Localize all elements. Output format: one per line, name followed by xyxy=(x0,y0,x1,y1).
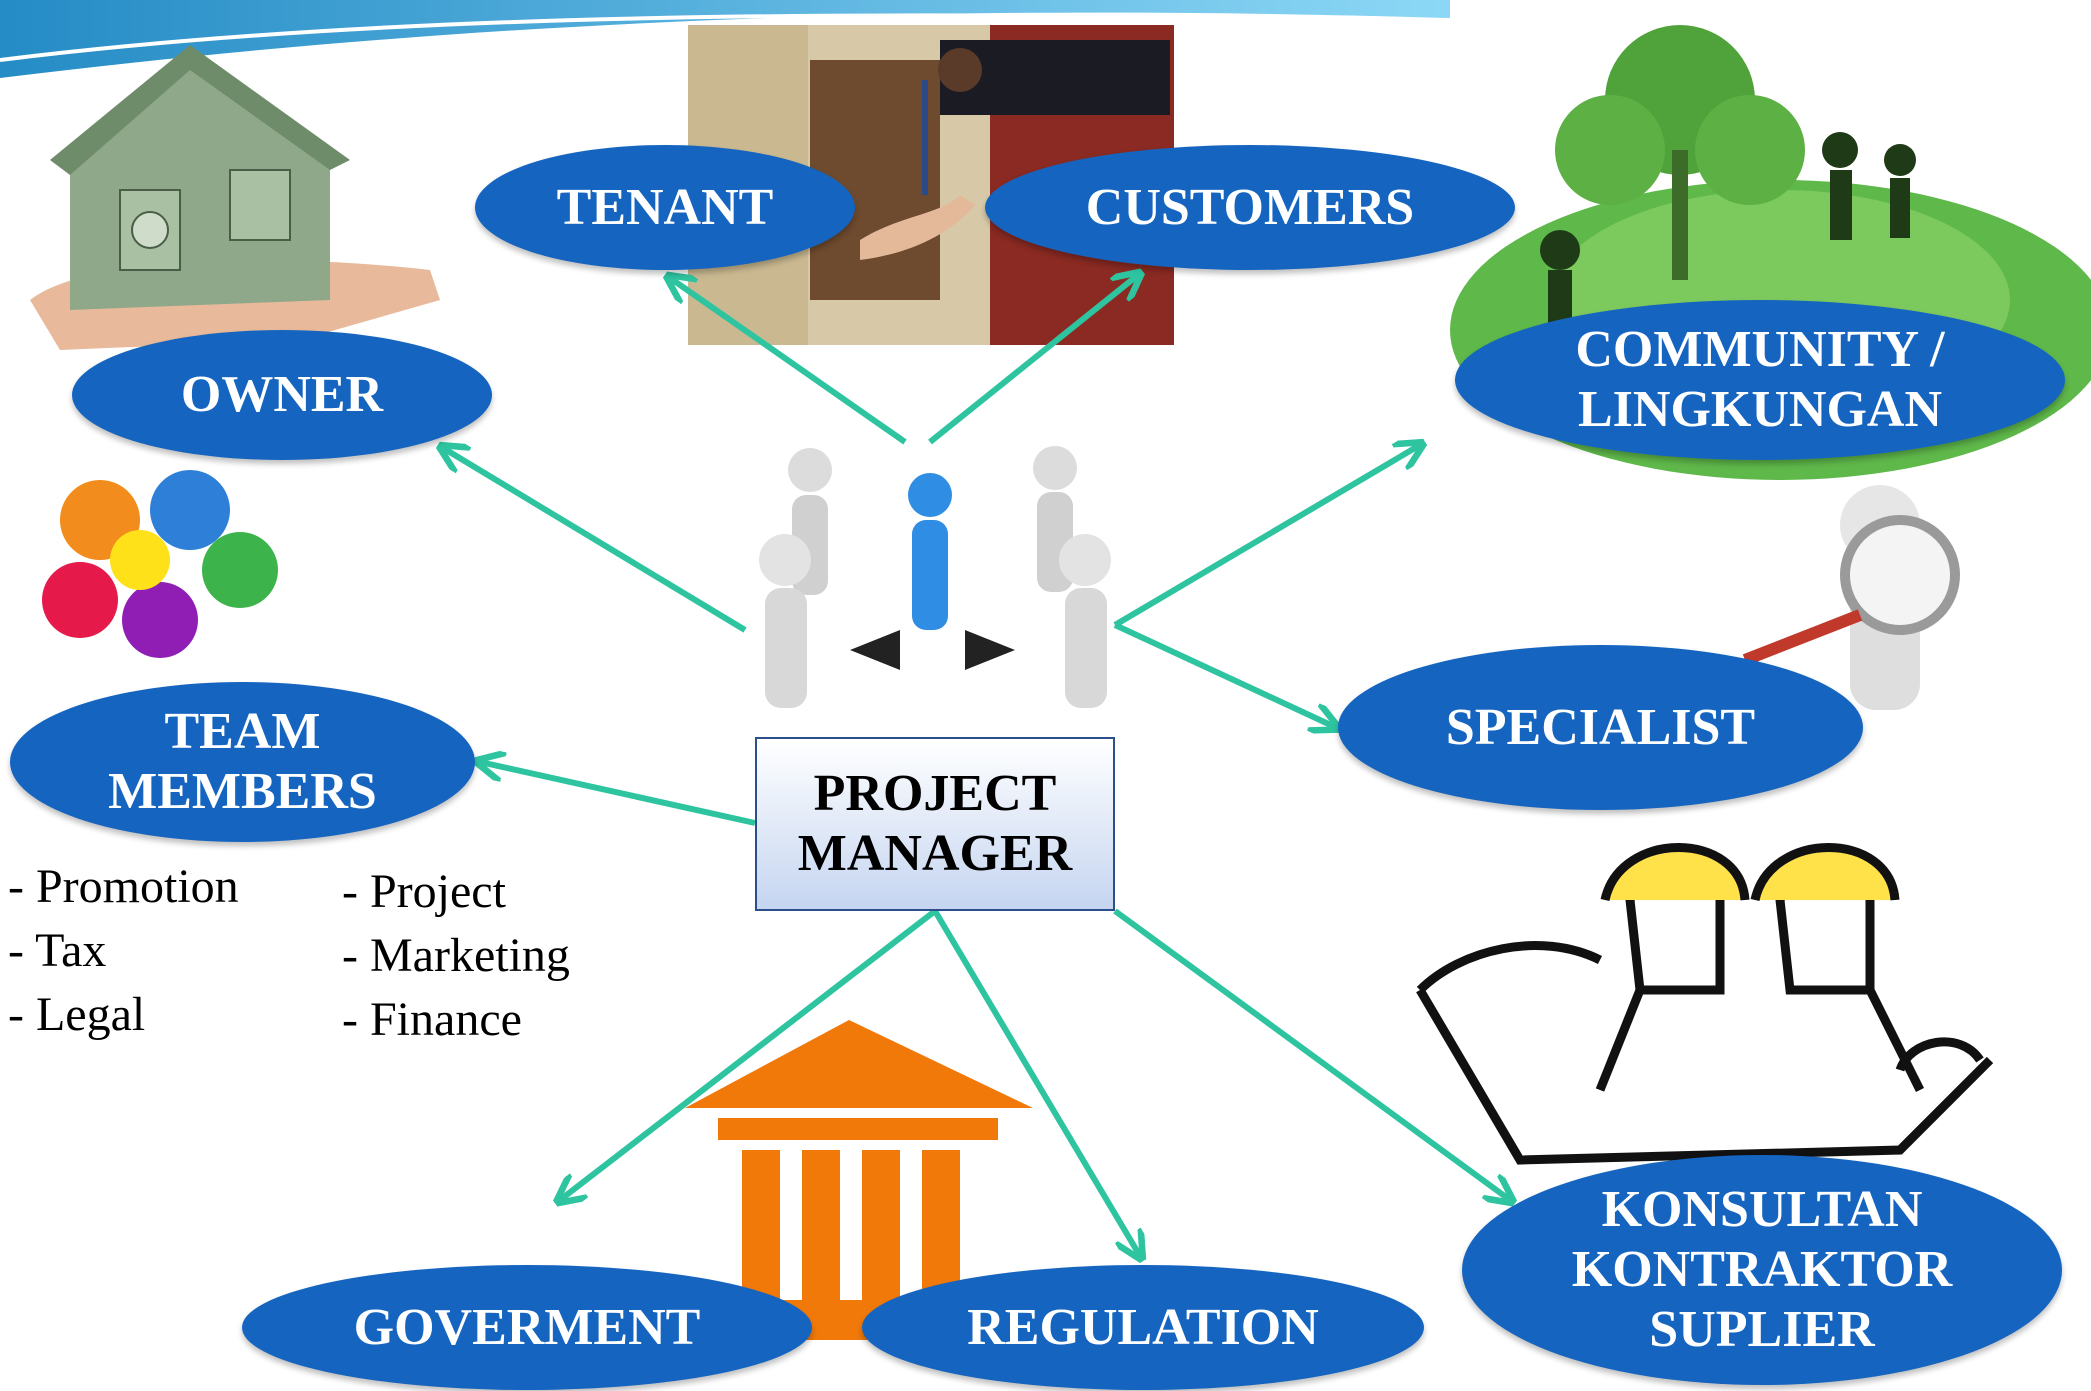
pm-label-line2: MANAGER xyxy=(797,825,1073,882)
list-item: - Finance xyxy=(342,993,522,1046)
owner-label: OWNER xyxy=(180,366,384,424)
team-list-right: - Project - Marketing - Finance xyxy=(342,860,570,1052)
list-item: - Promotion xyxy=(8,860,239,913)
arrows xyxy=(443,275,1510,1256)
magnifier-figure-image xyxy=(1742,485,1960,710)
team-label-line1: TEAM xyxy=(164,703,321,761)
money-house-image xyxy=(30,45,440,350)
arrow-to-team xyxy=(480,762,756,826)
engineers-blueprint-image xyxy=(1416,843,1994,1165)
list-item: - Marketing xyxy=(342,929,570,982)
konsultan-label-line1: KONSULTAN xyxy=(1601,1181,1923,1239)
arrow-to-owner xyxy=(443,448,747,633)
pm-label-line1: PROJECT xyxy=(813,765,1057,823)
arrow-to-konsultan xyxy=(1113,908,1510,1200)
team-list-left: - Promotion - Tax - Legal xyxy=(8,855,239,1047)
team-circle-image xyxy=(42,470,278,658)
arrow-to-goverment xyxy=(560,908,937,1200)
business-figures-image xyxy=(759,446,1111,708)
goverment-label: GOVERMENT xyxy=(353,1298,701,1356)
list-item: - Tax xyxy=(8,924,107,977)
tenant-node: TENANT xyxy=(475,145,855,270)
regulation-label: REGULATION xyxy=(967,1298,1319,1356)
arrow-to-specialist xyxy=(1113,622,1335,727)
list-item: - Project xyxy=(342,865,506,918)
goverment-node: GOVERMENT xyxy=(242,1265,812,1390)
list-item: - Legal xyxy=(8,988,146,1041)
specialist-label: SPECIALIST xyxy=(1445,698,1756,756)
regulation-node: REGULATION xyxy=(862,1265,1424,1390)
team-members-node: TEAM MEMBERS xyxy=(10,682,475,842)
arrow-to-regulation xyxy=(932,909,1140,1256)
specialist-node: SPECIALIST xyxy=(1338,645,1863,810)
konsultan-node: KONSULTAN KONTRAKTOR SUPLIER xyxy=(1462,1155,2062,1385)
team-label-line2: MEMBERS xyxy=(108,763,377,820)
top-banner xyxy=(0,0,1451,78)
customers-node: CUSTOMERS xyxy=(985,145,1515,270)
community-label-line2: LINGKUNGAN xyxy=(1577,381,1943,438)
customers-label: CUSTOMERS xyxy=(1085,178,1415,236)
arrow-to-community xyxy=(1113,445,1420,628)
community-label-line1: COMMUNITY / xyxy=(1575,321,1945,379)
project-manager-box: PROJECT MANAGER xyxy=(755,737,1115,911)
arrow-to-customers xyxy=(928,275,1138,445)
konsultan-label-line3: SUPLIER xyxy=(1649,1300,1875,1358)
tenant-label: TENANT xyxy=(556,178,774,236)
konsultan-label-line2: KONTRAKTOR xyxy=(1571,1241,1953,1299)
owner-node: OWNER xyxy=(72,330,492,460)
arrow-to-tenant xyxy=(670,278,907,445)
community-node: COMMUNITY / LINGKUNGAN xyxy=(1455,300,2065,460)
